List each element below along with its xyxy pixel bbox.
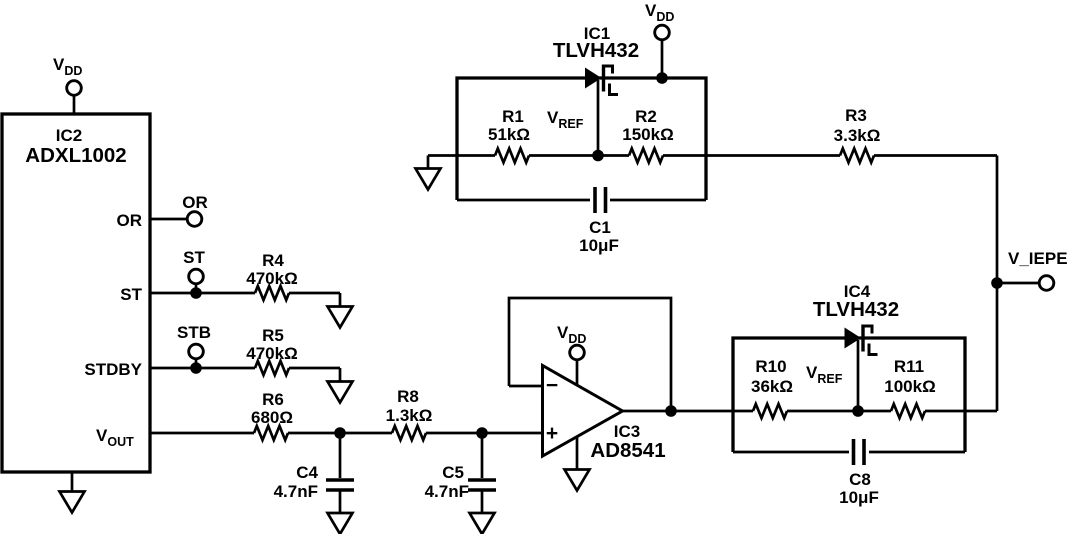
label-pin-vout: VOUT bbox=[96, 426, 134, 449]
resistor-r11 bbox=[889, 402, 927, 420]
label-c5-value: 4.7nF bbox=[425, 482, 469, 501]
terminal-or bbox=[185, 210, 204, 228]
label-c5-ref: C5 bbox=[442, 463, 464, 482]
junction-ic4-vref bbox=[852, 405, 864, 417]
resistor-r5 bbox=[253, 359, 291, 377]
label-ic2-ref: IC2 bbox=[56, 126, 82, 145]
ic1-loop-outline bbox=[455, 76, 708, 200]
junction-v-iepe bbox=[991, 277, 1003, 289]
label-r5-ref: R5 bbox=[262, 326, 284, 345]
label-r8-value: 1.3kΩ bbox=[386, 406, 433, 425]
label-r4-value: 470kΩ bbox=[246, 269, 297, 288]
label-terminal-or: OR bbox=[182, 193, 208, 212]
resistor-r8 bbox=[390, 424, 428, 442]
label-r4-ref: R4 bbox=[262, 251, 284, 270]
label-r5-value: 470kΩ bbox=[246, 344, 297, 363]
ground-r4 bbox=[326, 305, 354, 329]
label-r10-value: 36kΩ bbox=[751, 377, 793, 396]
ground-c4 bbox=[326, 511, 354, 534]
label-ic4-part: TLVH432 bbox=[813, 298, 899, 321]
label-opamp-minus: − bbox=[546, 374, 558, 397]
ic1-reference bbox=[426, 41, 997, 213]
junction-stb bbox=[190, 362, 202, 374]
junction-opamp-output bbox=[665, 405, 677, 417]
resistor-r1 bbox=[493, 147, 531, 164]
ic2-block bbox=[0, 95, 342, 492]
ground-r5 bbox=[326, 380, 354, 404]
label-vref-ic4: VREF bbox=[806, 363, 843, 386]
label-vref-ic1: VREF bbox=[547, 108, 584, 131]
terminal-vdd-ic2 bbox=[65, 79, 83, 97]
terminal-stb bbox=[187, 342, 205, 361]
label-r8-ref: R8 bbox=[397, 387, 419, 406]
label-ic3-ref: IC3 bbox=[614, 422, 640, 441]
label-v-iepe: V_IEPE bbox=[1008, 249, 1068, 268]
terminal-vdd-ic3 bbox=[568, 343, 586, 362]
label-ic1-part: TLVH432 bbox=[553, 39, 639, 62]
label-vdd-ic2: VDD bbox=[53, 55, 82, 78]
junction-ic1-vref bbox=[592, 149, 604, 162]
label-r1-ref: R1 bbox=[502, 107, 524, 126]
junction-c5 bbox=[476, 427, 488, 439]
resistor-r6 bbox=[252, 424, 290, 442]
opamp-triangle bbox=[541, 362, 626, 459]
terminal-st bbox=[187, 267, 205, 286]
ground-c5 bbox=[468, 511, 496, 534]
resistor-r2 bbox=[627, 147, 665, 164]
label-c4-value: 4.7nF bbox=[274, 482, 318, 501]
label-r11-value: 100kΩ bbox=[884, 377, 935, 396]
ic4-reference bbox=[731, 322, 967, 465]
label-terminal-stb: STB bbox=[177, 323, 211, 342]
label-terminal-st: ST bbox=[183, 248, 205, 267]
label-c1-value: 10μF bbox=[579, 236, 619, 255]
junction-st bbox=[190, 287, 202, 299]
label-c4-ref: C4 bbox=[296, 463, 318, 482]
label-r1-value: 51kΩ bbox=[488, 125, 530, 144]
label-ic4-ref: IC4 bbox=[844, 282, 871, 301]
label-r2-ref: R2 bbox=[635, 107, 657, 126]
label-r3-value: 3.3kΩ bbox=[834, 126, 881, 145]
terminal-v-iepe bbox=[1037, 274, 1056, 292]
ic3-opamp bbox=[507, 296, 997, 470]
label-r6-ref: R6 bbox=[262, 390, 284, 409]
label-ic3-part: AD8541 bbox=[590, 439, 665, 462]
label-ic2-part: ADXL1002 bbox=[25, 144, 126, 167]
label-c8-value: 10μF bbox=[839, 488, 879, 507]
label-r3-ref: R3 bbox=[845, 106, 867, 125]
terminal-vdd-ic1 bbox=[653, 23, 671, 42]
label-c1-ref: C1 bbox=[589, 218, 611, 237]
label-r11-ref: R11 bbox=[894, 357, 924, 376]
label-r2-value: 150kΩ bbox=[622, 125, 673, 144]
label-r10-ref: R10 bbox=[755, 357, 786, 376]
ground-opamp bbox=[563, 468, 591, 492]
label-pin-or: OR bbox=[117, 211, 143, 230]
ground-ic2 bbox=[58, 490, 86, 514]
junction-c4 bbox=[334, 427, 346, 439]
label-vdd-ic1: VDD bbox=[645, 1, 674, 24]
signal-path bbox=[150, 431, 542, 513]
label-ic1-ref: IC1 bbox=[584, 24, 610, 43]
wire-feedback-loop bbox=[507, 296, 673, 411]
label-c8-ref: C8 bbox=[849, 470, 871, 489]
resistor-r10 bbox=[751, 402, 789, 420]
resistor-r4 bbox=[253, 284, 291, 302]
label-pin-st: ST bbox=[120, 285, 142, 304]
label-vdd-ic3: VDD bbox=[557, 323, 586, 346]
label-pin-stdby: STDBY bbox=[84, 360, 142, 379]
ground-ic1 bbox=[414, 167, 442, 191]
label-opamp-plus: + bbox=[546, 422, 558, 445]
v-iepe-rail bbox=[995, 155, 1040, 411]
label-r6-value: 680Ω bbox=[251, 408, 293, 427]
junction-ic1-vdd bbox=[656, 72, 668, 84]
resistor-r3 bbox=[838, 147, 876, 164]
